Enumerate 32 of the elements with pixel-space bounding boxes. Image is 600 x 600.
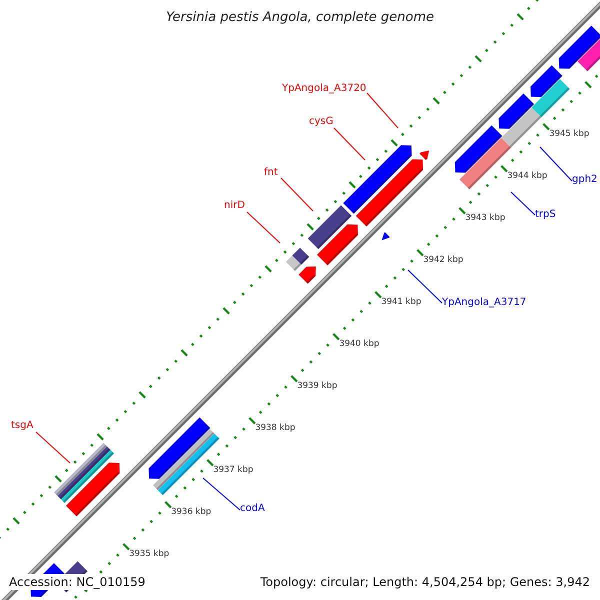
gene-label: fnt <box>264 168 278 178</box>
gene-label: cysG <box>309 117 334 127</box>
leader-line <box>540 146 572 182</box>
gene-label: tsgA <box>11 421 34 431</box>
scale-label: 3938 kbp <box>255 424 296 432</box>
gene-label: nirD <box>224 201 245 211</box>
leader-line <box>334 128 366 160</box>
leader-line <box>510 192 536 216</box>
gene-label: codA <box>240 504 265 514</box>
gene-label: gph2 <box>572 175 598 185</box>
leader-line <box>408 270 442 304</box>
gene-label: trpS <box>535 210 556 220</box>
title: Yersinia pestis Angola, complete genome <box>165 11 435 24</box>
genome-summary-text: Topology: circular; Length: 4,504,254 bp; Genes: 3,942 <box>258 574 592 590</box>
scale-label: 3937 kbp <box>213 466 254 474</box>
leader-line <box>280 178 314 212</box>
scale-label: 3936 kbp <box>171 508 212 516</box>
scale-label: 3940 kbp <box>339 340 380 348</box>
leader-line <box>202 478 240 510</box>
scale-label: 3939 kbp <box>297 382 338 390</box>
scale-label: 3943 kbp <box>465 214 506 222</box>
gene-label: YpAngola_A3717 <box>442 298 526 308</box>
scale-label: 3941 kbp <box>381 298 422 306</box>
leader-line <box>366 92 398 128</box>
leader-line <box>246 212 280 244</box>
scale-label: 3942 kbp <box>423 256 464 264</box>
accession-text: Accession: NC_010159 <box>7 574 148 590</box>
scale-label: 3935 kbp <box>129 550 170 558</box>
scale-label: 3944 kbp <box>507 172 548 180</box>
scale-label: 3945 kbp <box>549 130 590 138</box>
gene-label: YpAngola_A3720 <box>282 84 366 94</box>
leader-line <box>36 432 70 464</box>
